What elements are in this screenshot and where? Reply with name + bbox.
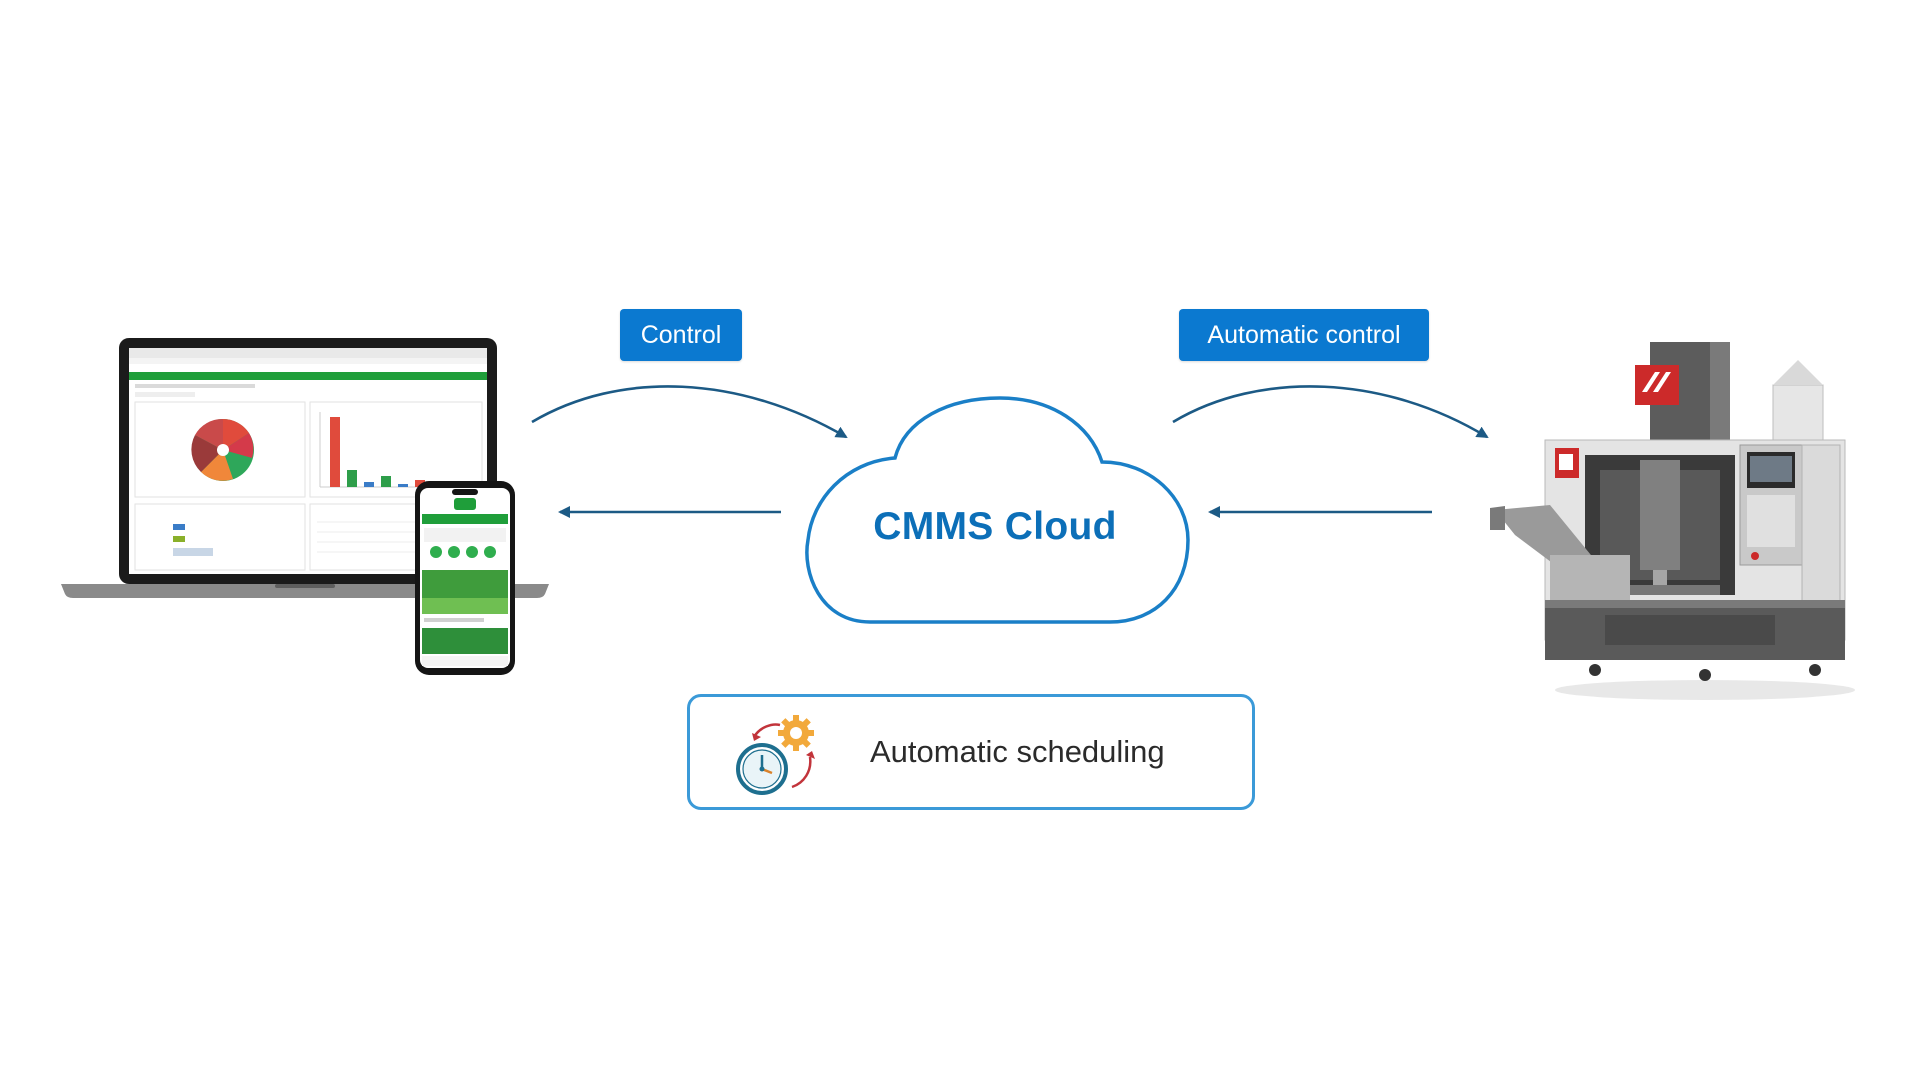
cloud-title: CMMS Cloud [873, 505, 1117, 548]
clock-gear-cycle-icon [736, 715, 815, 795]
automatic-scheduling-box: Automatic scheduling [687, 694, 1255, 810]
automatic-control-label: Automatic control [1179, 309, 1429, 361]
cnc-machine-icon [1490, 342, 1855, 700]
cloud-shape [805, 396, 1190, 624]
control-curved-arrow [531, 385, 848, 439]
automatic-scheduling-label: Automatic scheduling [870, 734, 1165, 769]
control-label: Control [620, 309, 742, 361]
smartphone-icon [415, 481, 515, 675]
auto-control-curved-arrow [1172, 385, 1489, 439]
